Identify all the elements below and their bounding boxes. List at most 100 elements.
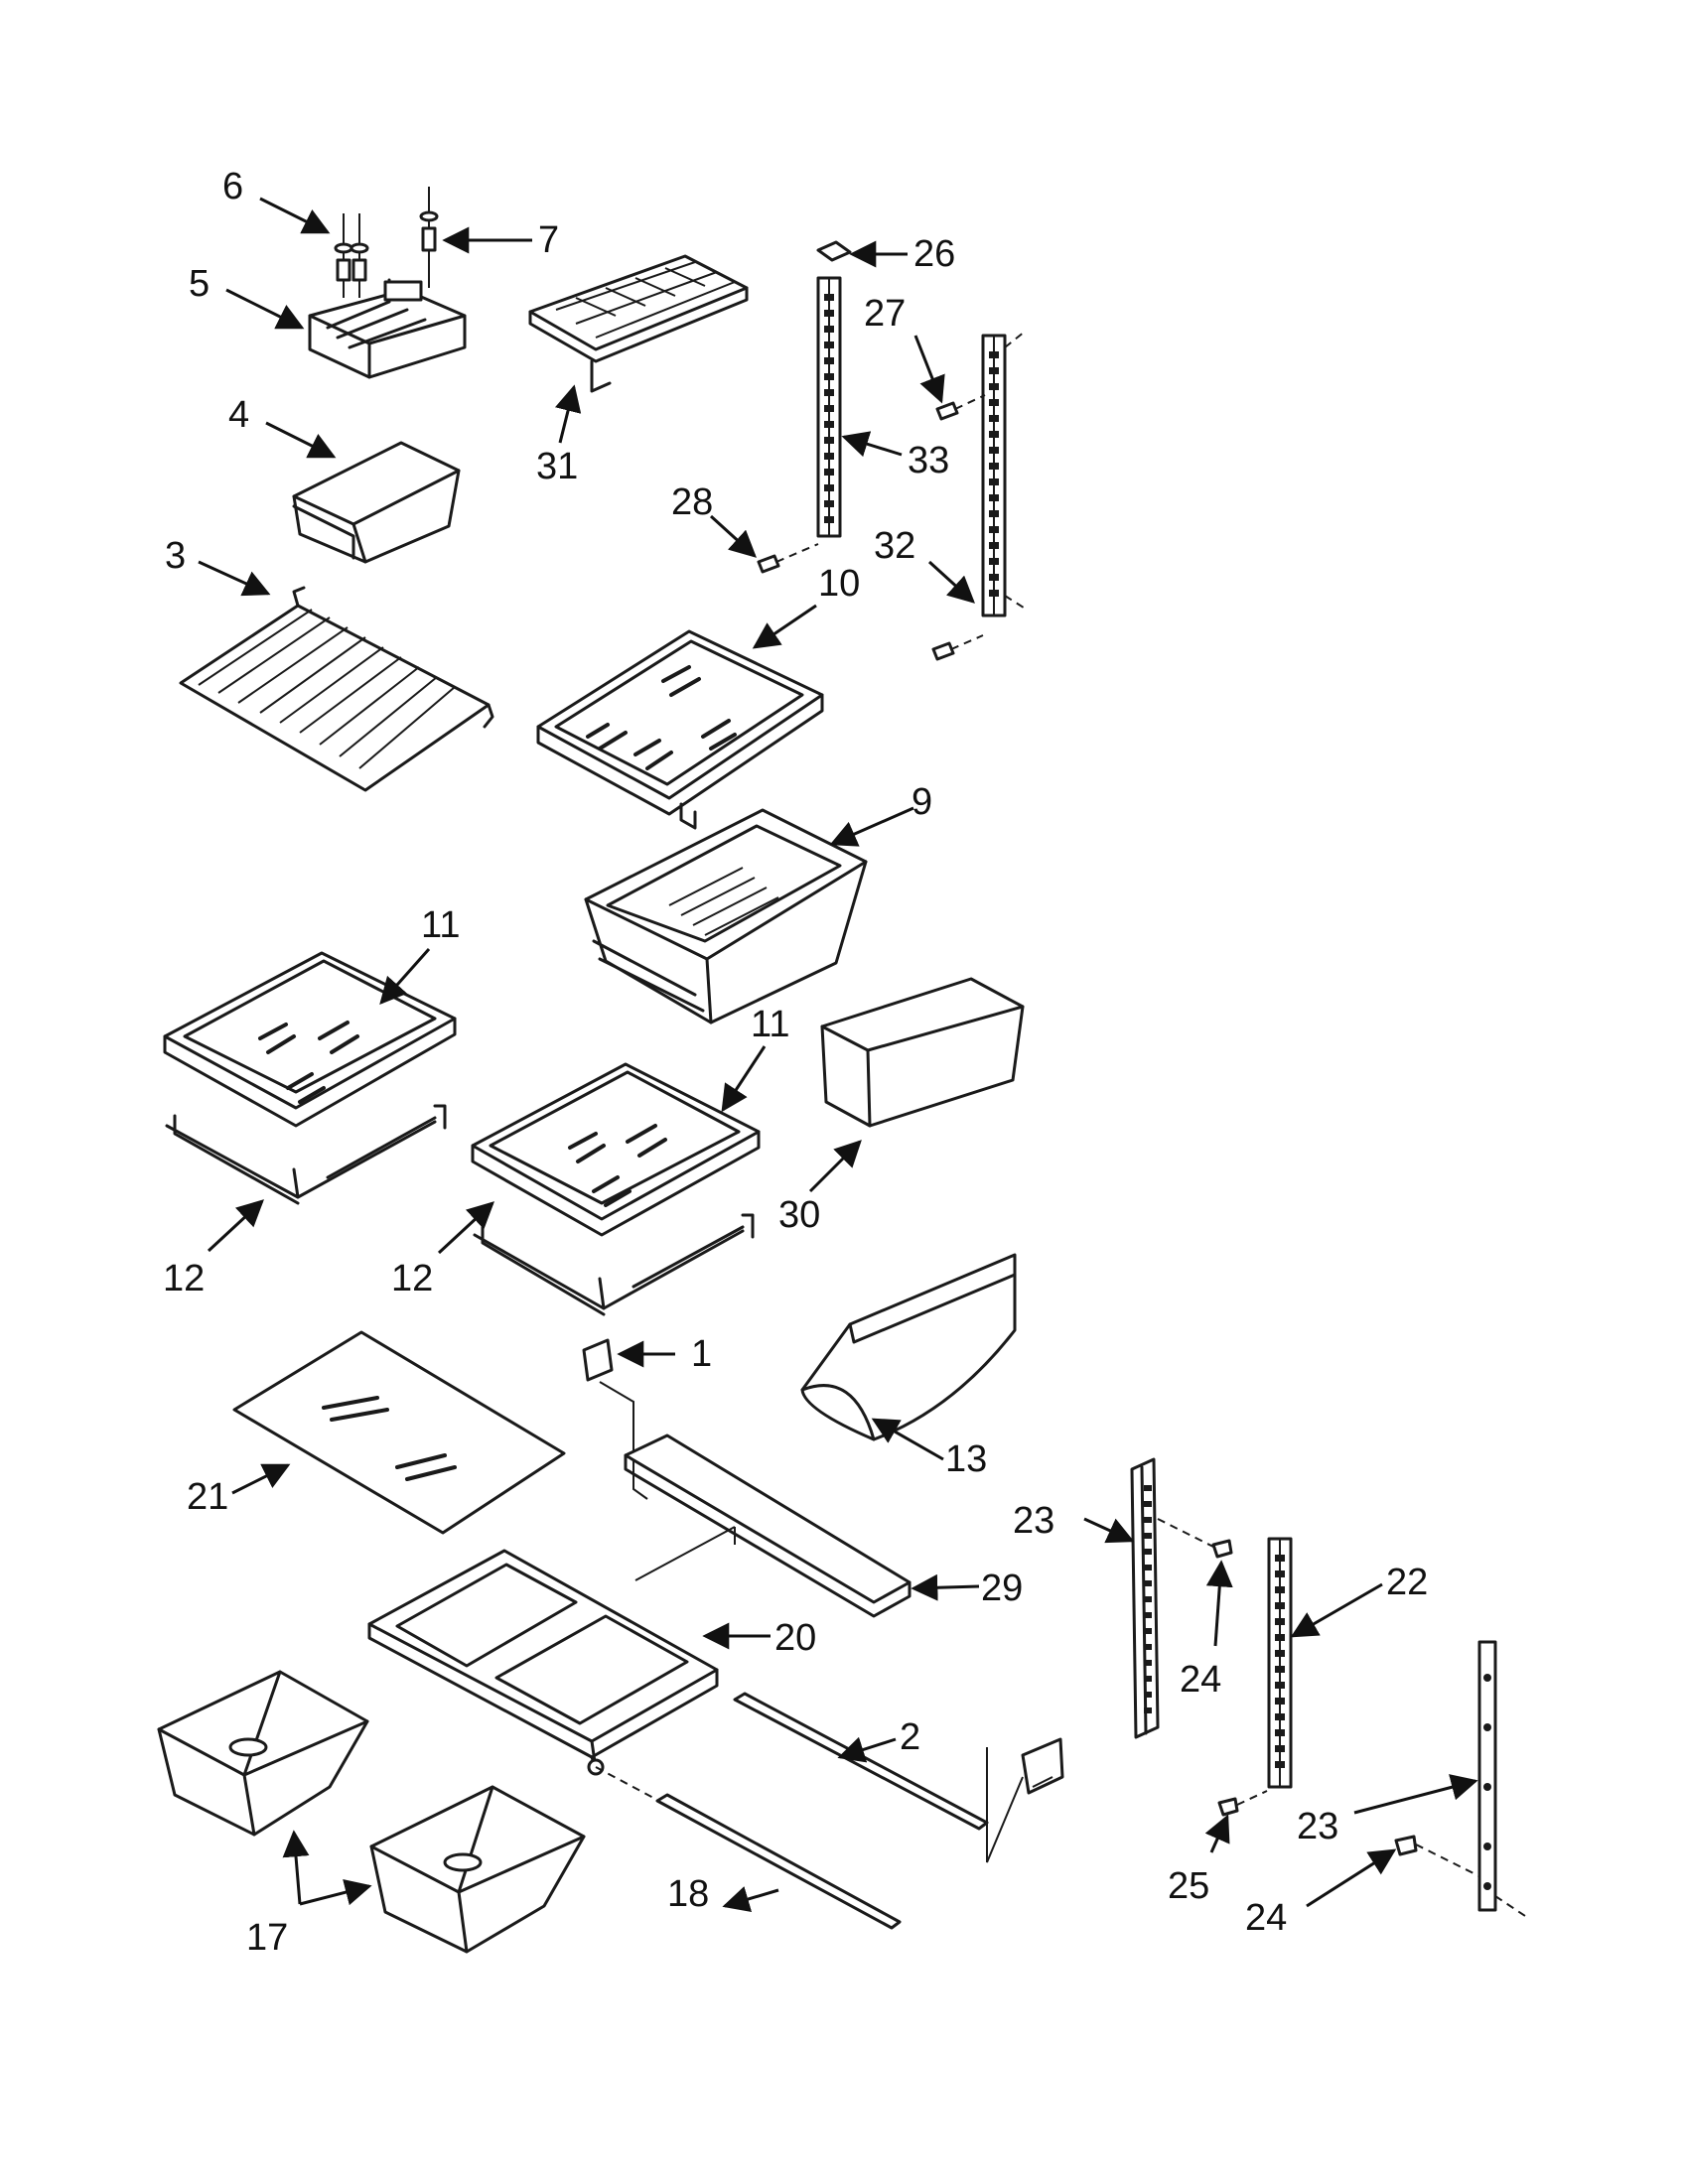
part-22-rail: [1267, 1537, 1293, 1789]
part-21-glass-cover: [232, 1330, 566, 1535]
rail-slot: [1144, 1628, 1152, 1634]
rail-slot: [989, 510, 999, 517]
part-5-bracket: [308, 278, 467, 379]
rail-slot: [1275, 1650, 1285, 1657]
rail-slot: [989, 478, 999, 485]
part-17-right-crisper: [369, 1785, 586, 1954]
part-24-lower-screw: [1394, 1835, 1480, 1877]
rail-slot: [824, 437, 834, 444]
part-30-door-bin: [820, 977, 1025, 1128]
callout-3: 4: [228, 394, 249, 436]
rail-slot: [1275, 1761, 1285, 1768]
rail-slot: [824, 373, 834, 380]
callout-6: 6: [222, 166, 243, 207]
part-26-cap: [816, 240, 852, 262]
callout-11-right: 11: [751, 1004, 789, 1045]
rail-slot: [1275, 1570, 1285, 1577]
callout-9: 9: [912, 781, 932, 823]
rail-slot: [1144, 1501, 1152, 1507]
rail-slot: [824, 389, 834, 396]
part-25-screw: [1217, 1790, 1268, 1817]
callout-25: 25: [1168, 1865, 1209, 1907]
part-17-left-crisper: [157, 1670, 369, 1837]
rail-slot: [824, 357, 834, 364]
callout-10: 10: [818, 563, 860, 605]
callout-26: 26: [913, 233, 955, 275]
part-28-screw: [757, 543, 819, 574]
rail-slot: [1275, 1698, 1285, 1705]
part-4-wire-shelf: [179, 586, 494, 792]
callout-1: 1: [691, 1333, 712, 1375]
callout-23-upper: 23: [1013, 1500, 1054, 1542]
rail-slot: [1144, 1707, 1152, 1713]
rail-slot: [989, 463, 999, 470]
part-20-crisper-frame: [367, 1549, 719, 1800]
rail-slot: [824, 484, 834, 491]
rail-slot: [824, 421, 834, 428]
callout-2: 2: [900, 1716, 920, 1758]
callout-32: 32: [874, 525, 915, 567]
rail-slot: [1275, 1602, 1285, 1609]
rail-slot: [1275, 1729, 1285, 1736]
callout-30: 30: [778, 1194, 820, 1236]
part-12-left-frame: [165, 1104, 447, 1205]
rail-slot: [1275, 1634, 1285, 1641]
callout-12-left: 12: [163, 1258, 205, 1299]
rail-slot: [989, 494, 999, 501]
callout-20: 20: [774, 1617, 816, 1659]
callout-27: 27: [864, 293, 906, 335]
part-27-screw: [935, 394, 986, 421]
rail-slot: [824, 294, 834, 301]
rail-slot: [1144, 1612, 1152, 1618]
part-3-bin: [292, 441, 461, 564]
callout-33: 33: [908, 440, 949, 481]
part-23-upper-rail: [1130, 1457, 1214, 1739]
rail-slot: [1144, 1676, 1152, 1682]
rail-slot: [824, 341, 834, 348]
rail-slot: [989, 383, 999, 390]
rail-slot: [989, 574, 999, 581]
rail-slot: [1144, 1485, 1152, 1491]
callout-5: 5: [189, 263, 210, 305]
part-7-screw: [419, 187, 439, 288]
rail-slot: [1144, 1580, 1152, 1586]
rail-slot: [1275, 1713, 1285, 1720]
callout-7: 7: [538, 219, 559, 261]
rail-slot: [824, 500, 834, 507]
rail-slot: [1144, 1533, 1152, 1539]
part-2-rail: [733, 1692, 989, 1843]
callout-23-lower: 23: [1297, 1806, 1338, 1847]
part-32-screw: [931, 634, 984, 661]
rail-slot: [1275, 1666, 1285, 1673]
rail-slot: [1144, 1549, 1152, 1555]
part-29-cover-support: [624, 1433, 912, 1618]
rail-slot: [989, 590, 999, 597]
part-9-drawer: [584, 808, 868, 1024]
rail-slot: [989, 447, 999, 454]
callout-21: 21: [187, 1476, 228, 1518]
rail-slot: [1144, 1565, 1152, 1570]
rail-slot: [1275, 1745, 1285, 1752]
part-bracket-wire: [986, 1737, 1064, 1863]
callout-22: 22: [1386, 1562, 1428, 1603]
rail-slot: [824, 326, 834, 333]
callout-28: 28: [671, 481, 713, 523]
rail-slot: [824, 405, 834, 412]
callout-18: 18: [667, 1873, 709, 1915]
part-13-trim: [800, 1253, 1017, 1441]
leader-lines: [198, 197, 1478, 1913]
part-6-screws: [334, 213, 369, 298]
rail-hole: [1483, 1882, 1491, 1890]
rail-slot: [824, 310, 834, 317]
callout-4: 3: [165, 535, 186, 577]
rail-slot: [1275, 1618, 1285, 1625]
part-10-glass-shelf: [536, 629, 824, 830]
rail-slot: [989, 558, 999, 565]
callout-17: 17: [246, 1917, 288, 1959]
part-1-clip: [582, 1338, 648, 1500]
rail-slot: [1144, 1644, 1152, 1650]
rail-slot: [1144, 1517, 1152, 1523]
rail-slot: [989, 526, 999, 533]
rail-hole: [1483, 1843, 1491, 1850]
